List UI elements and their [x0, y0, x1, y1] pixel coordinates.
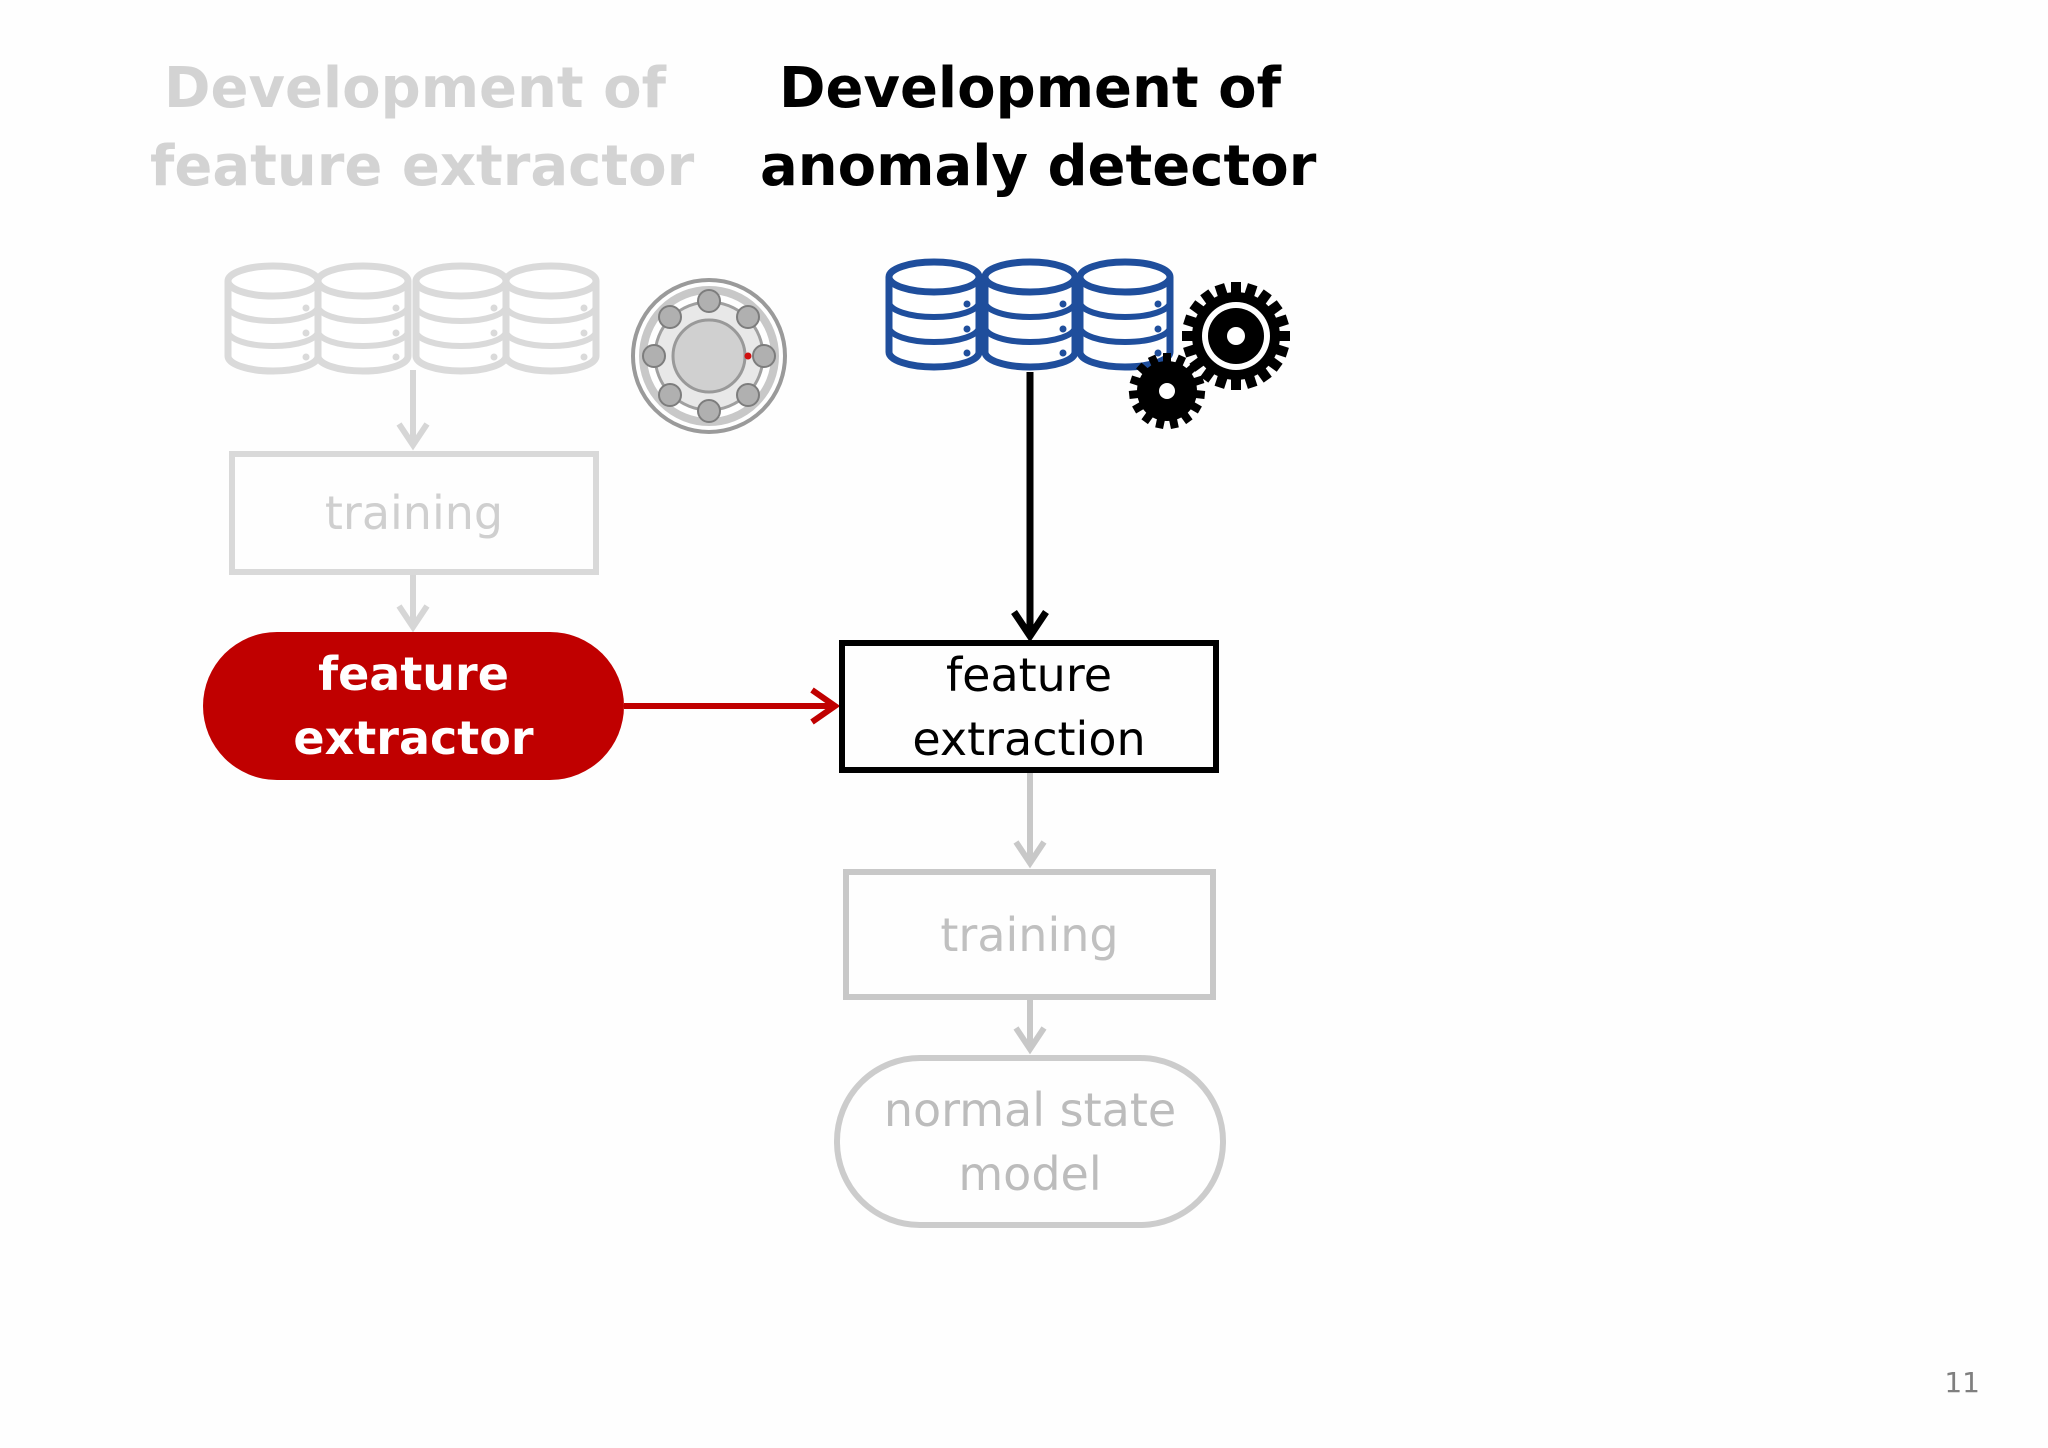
database-icon [506, 266, 596, 371]
database-icon [228, 266, 318, 371]
feature-extractor-node: feature extractor [203, 632, 624, 780]
database-icon [985, 262, 1075, 367]
title-left-line1: Development of [163, 56, 666, 121]
gears-icon [1128, 282, 1290, 430]
feature-extractor-line1: feature [318, 647, 509, 701]
database-icon [416, 266, 506, 371]
training-label-right: training [940, 907, 1119, 962]
feature-extraction-box: feature extraction [839, 640, 1219, 773]
title-right-line1: Development of [778, 56, 1281, 121]
title-feature-extractor: Development of feature extractor [150, 50, 695, 206]
title-anomaly-detector: Development of anomaly detector [760, 50, 1317, 206]
feature-extractor-line2: extractor [293, 711, 534, 765]
arrow-db-to-feature-extraction [1011, 372, 1049, 643]
feature-extraction-line1: feature [945, 647, 1113, 702]
database-icon-group-right [889, 262, 1170, 367]
database-icon [889, 262, 979, 367]
normal-state-model-node: normal state model [834, 1055, 1226, 1228]
page-number: 11 [1944, 1366, 1980, 1399]
database-icon [1080, 262, 1170, 367]
arrow-left-db-to-training [396, 370, 430, 451]
feature-extraction-line2: extraction [912, 711, 1146, 766]
training-box-left: training [229, 451, 599, 575]
title-left-line2: feature extractor [150, 134, 695, 199]
normal-state-line1: normal state [883, 1082, 1177, 1137]
arrow-extraction-to-training [1013, 773, 1047, 869]
arrow-training-to-model [1013, 1000, 1047, 1055]
title-right-line2: anomaly detector [760, 134, 1317, 199]
training-label-left: training [324, 486, 504, 540]
arrow-left-training-to-extractor [396, 575, 430, 633]
database-icon-group-left [228, 266, 596, 371]
training-box-right: training [843, 869, 1216, 1000]
database-icon [318, 266, 408, 371]
arrow-extractor-to-extraction [624, 687, 841, 725]
ball-bearing-icon [631, 278, 787, 434]
normal-state-line2: model [958, 1146, 1102, 1201]
